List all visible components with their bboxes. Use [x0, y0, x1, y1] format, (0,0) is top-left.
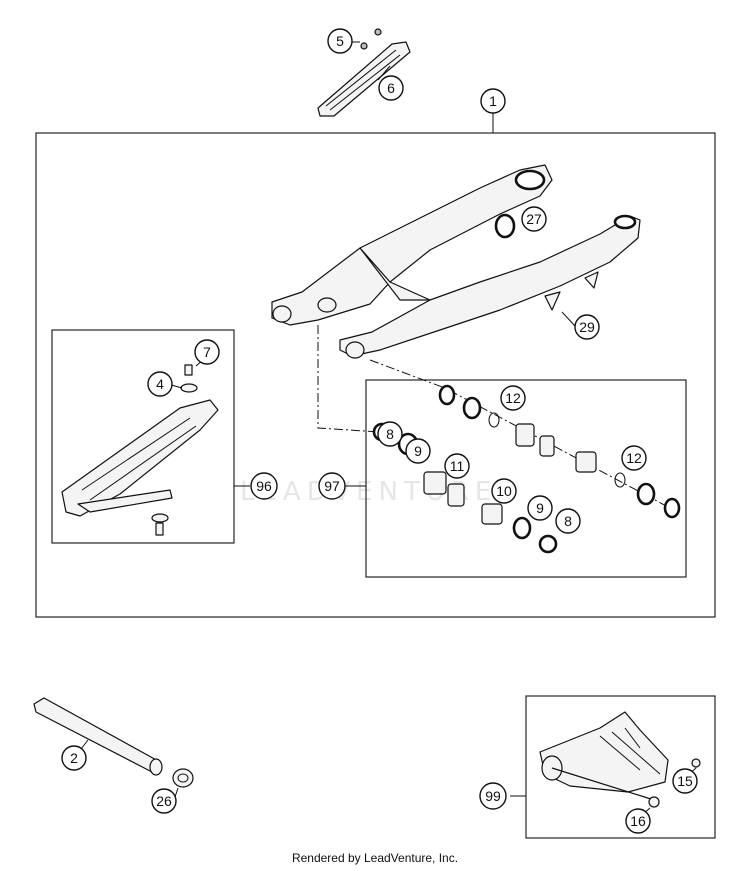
callout-8a: 8 [377, 421, 403, 447]
swingarm [271, 164, 641, 359]
callout-15: 15 [672, 768, 698, 794]
svg-text:15: 15 [677, 773, 693, 789]
svg-text:12: 12 [626, 450, 642, 466]
callout-9a: 9 [405, 438, 431, 464]
svg-text:10: 10 [496, 483, 512, 499]
callout-9b: 9 [527, 495, 553, 521]
callout-26: 26 [151, 788, 177, 814]
svg-text:97: 97 [324, 478, 340, 494]
bearing-kit-frame [365, 379, 687, 578]
svg-text:4: 4 [156, 376, 164, 392]
svg-text:9: 9 [414, 443, 422, 459]
svg-text:7: 7 [203, 344, 211, 360]
callout-96: 96 [250, 472, 278, 500]
svg-text:99: 99 [485, 788, 501, 804]
screw-7 [184, 364, 193, 376]
callout-12a: 12 [500, 385, 526, 411]
swingarm-assembly-frame [35, 132, 716, 618]
svg-text:27: 27 [526, 211, 542, 227]
svg-text:12: 12 [505, 390, 521, 406]
svg-text:8: 8 [564, 513, 572, 529]
callout-10: 10 [491, 478, 517, 504]
callout-12b: 12 [621, 445, 647, 471]
chain-slider-lower [61, 383, 219, 523]
chain-slider-top [317, 28, 411, 117]
callout-27: 27 [521, 206, 547, 232]
svg-text:16: 16 [630, 813, 646, 829]
screw-lower [155, 522, 164, 536]
svg-text:29: 29 [579, 319, 595, 335]
callout-99: 99 [479, 782, 507, 810]
callout-1: 1 [480, 88, 506, 114]
svg-text:8: 8 [386, 426, 394, 442]
callout-2: 2 [61, 745, 87, 771]
axle-nut-26 [172, 768, 194, 788]
callout-29: 29 [574, 314, 600, 340]
callout-97: 97 [318, 472, 346, 500]
svg-text:6: 6 [387, 80, 395, 96]
callout-4: 4 [147, 371, 173, 397]
bearing-ring-27 [494, 213, 516, 239]
svg-text:2: 2 [70, 750, 78, 766]
swingarm-axle [33, 697, 163, 776]
svg-text:1: 1 [489, 93, 497, 109]
svg-text:11: 11 [450, 458, 465, 474]
callout-6: 6 [378, 75, 404, 101]
footer-credit: Rendered by LeadVenture, Inc. [291, 851, 459, 865]
callout-7: 7 [194, 339, 220, 365]
svg-text:26: 26 [156, 793, 172, 809]
chain-guide-kit-frame [51, 329, 235, 544]
callout-5: 5 [327, 28, 353, 54]
svg-text:9: 9 [536, 500, 544, 516]
callout-11: 11 [444, 453, 470, 479]
callout-8b: 8 [555, 508, 581, 534]
svg-text:96: 96 [256, 478, 272, 494]
svg-text:5: 5 [336, 33, 344, 49]
callout-16: 16 [625, 808, 651, 834]
chain-guide [539, 711, 701, 808]
chain-guide-frame [525, 695, 716, 839]
